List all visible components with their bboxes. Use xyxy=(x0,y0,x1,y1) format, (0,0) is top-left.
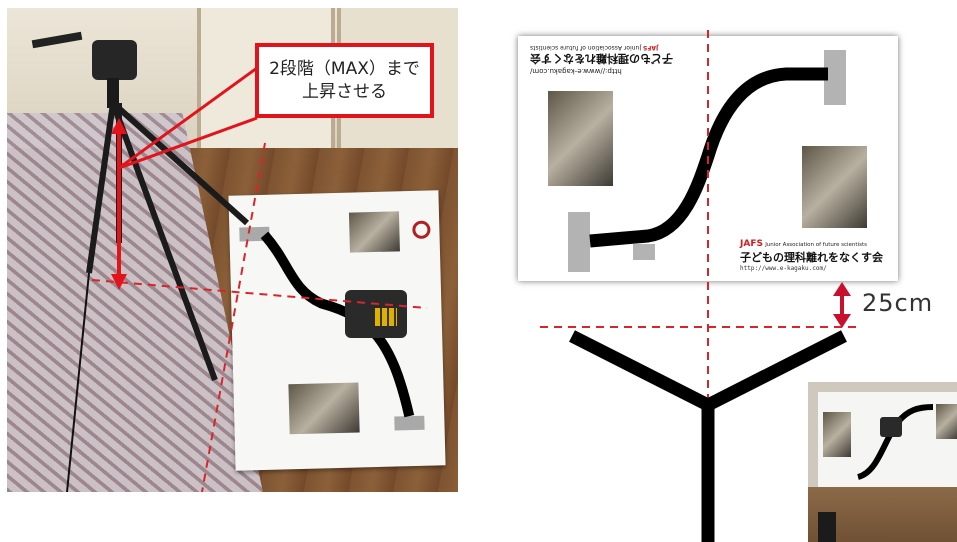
tripod-leg-left xyxy=(569,330,711,411)
sheet-footer: JAFS Junior Association of future scient… xyxy=(740,239,900,272)
sheet-picture-right xyxy=(802,146,867,228)
callout-line-2: 上昇させる xyxy=(301,81,387,102)
callout-pointer xyxy=(118,116,258,170)
goal-tape xyxy=(824,50,846,105)
vertical-guide xyxy=(201,142,266,492)
distance-label: 25cm xyxy=(862,289,934,317)
sheet-subtitle: Junior Association of future scientists xyxy=(765,242,867,248)
callout-pointer xyxy=(118,66,258,170)
sheet-picture-left xyxy=(548,91,613,186)
sheet-url: http://www.e-kagaku.com/ xyxy=(740,265,827,272)
tape-marker xyxy=(633,244,655,260)
inset-photo xyxy=(808,382,957,542)
diagram-guides xyxy=(540,30,858,542)
inset-robot xyxy=(880,417,902,437)
horizontal-guide xyxy=(91,279,428,309)
arrow-head-down xyxy=(111,274,127,290)
start-tape xyxy=(568,212,590,272)
tripod xyxy=(31,31,250,492)
tripod-leg-right xyxy=(705,330,847,411)
inset-picture xyxy=(823,412,851,457)
arrow-head-down xyxy=(833,314,851,328)
arrow-head-up xyxy=(833,282,851,296)
line-track xyxy=(260,231,415,418)
height-instruction-callout: 2段階（MAX）まで 上昇させる xyxy=(255,43,434,118)
sheet-org-name: 子どもの理科離れをなくす会 xyxy=(740,251,883,264)
callout-line-1: 2段階（MAX）まで xyxy=(269,58,420,79)
arrow-head-up xyxy=(111,118,127,134)
photo-guide-lines xyxy=(91,66,428,492)
robot-battery xyxy=(375,308,397,326)
inset-tripod-foot xyxy=(818,512,836,542)
sheet-brand: JAFS xyxy=(740,239,763,249)
line-track xyxy=(589,67,828,248)
inset-picture xyxy=(936,404,957,439)
course-sheet-photo xyxy=(228,190,446,471)
